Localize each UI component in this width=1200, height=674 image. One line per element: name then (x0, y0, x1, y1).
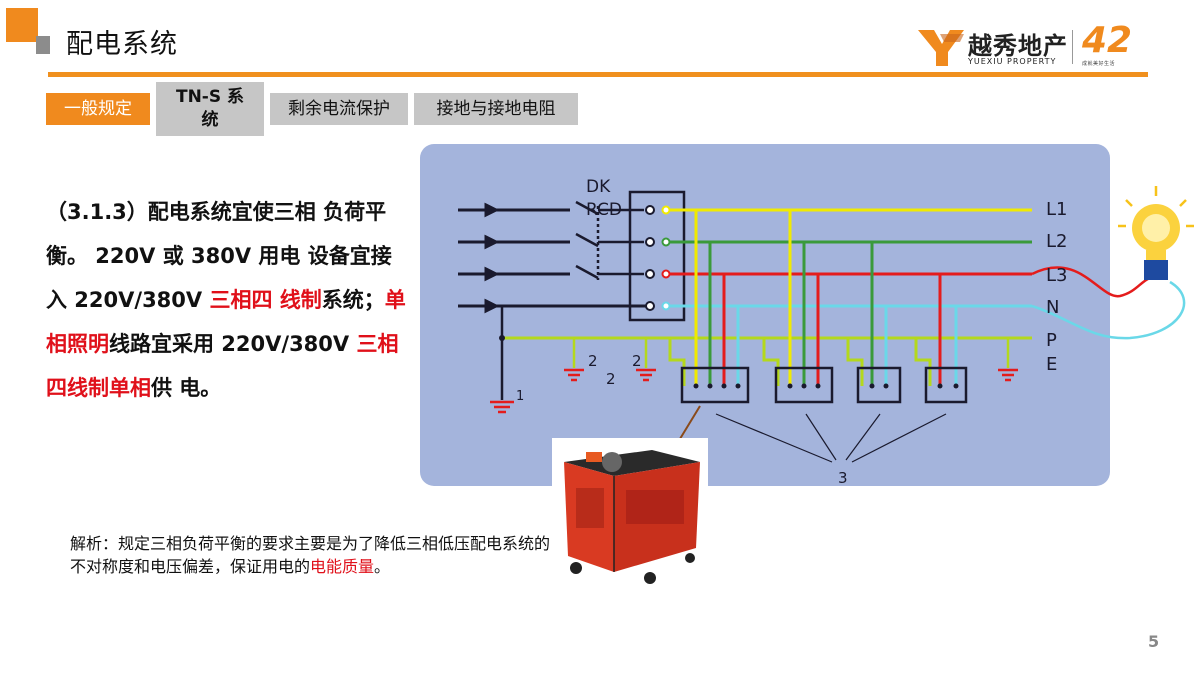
breaker-switch-contacts (575, 200, 644, 280)
equipment-boxes (680, 366, 968, 404)
regulation-text-part3: 线路宜采用 220V/380V (109, 332, 357, 356)
label-3-leaders (715, 413, 947, 463)
label-equipment-3: 3 (838, 469, 848, 487)
label-l1: L1 (1046, 199, 1067, 220)
label-ground-2c: 2 (632, 352, 642, 370)
diagram-labels: DK RCD L1 L2 L3 N P E 1 2 2 2 3 (516, 177, 1067, 487)
label-ground-2b: 2 (606, 370, 616, 388)
label-p: P (1046, 330, 1057, 351)
rcd-box (628, 190, 686, 322)
yuexiu-logo-icon (918, 30, 964, 66)
label-e: E (1046, 354, 1057, 375)
diagram-panel (420, 144, 1110, 486)
title-underline (48, 72, 1148, 77)
anniversary-slogan: 成就美好生活 (1082, 61, 1116, 67)
analysis-body: 解析：规定三相负荷平衡的要求主要是为了降低三相低压配电系统的不对称度和电压偏差，… (70, 534, 551, 576)
tab-tns-label-line1: TN-S 系 (175, 87, 245, 107)
pe-junction (499, 335, 505, 341)
rcd-terminals (645, 205, 655, 311)
label-n: N (1046, 297, 1059, 318)
tab-general-rules[interactable]: 一般规定 (46, 93, 150, 125)
tab-tns-system[interactable]: TN-S 系 统 (156, 82, 264, 136)
page-title: 配电系统 (66, 29, 178, 60)
regulation-highlight-1: 三相四 线制 (209, 288, 322, 312)
regulation-text-part2: 系统； (321, 288, 385, 312)
label-ground-2a: 2 (588, 352, 598, 370)
lamp-neutral-wire (1031, 280, 1186, 340)
label-rcd: RCD (586, 200, 622, 220)
corner-accent-orange (6, 8, 38, 42)
rcd-output-terminals (661, 205, 671, 311)
regulation-text-part1: （3.1.3）配电系统宜使三相 负荷平衡。 220V 或 380V 用电 设备宜… (46, 200, 392, 312)
tab-grounding-resistance[interactable]: 接地与接地电阻 (414, 93, 578, 125)
analysis-text: 解析：规定三相负荷平衡的要求主要是为了降低三相低压配电系统的不对称度和电压偏差，… (70, 532, 554, 578)
tab-residual-current-protection[interactable]: 剩余电流保护 (270, 93, 408, 125)
repeat-ground-symbols (564, 338, 1018, 382)
logo-divider (1072, 30, 1073, 64)
regulation-highlight-3: 三相四线制单相 (46, 332, 399, 400)
ground-symbol-1 (490, 400, 514, 414)
lamp-live-wire (1031, 266, 1151, 298)
corner-accent-gray (36, 36, 50, 54)
anniversary-logo: 42 (1082, 20, 1133, 61)
label-l3: L3 (1046, 265, 1067, 286)
regulation-text: （3.1.3）配电系统宜使三相 负荷平衡。 220V 或 380V 用电 设备宜… (46, 190, 408, 410)
branch-drops (668, 210, 958, 386)
page-number: 5 (1148, 632, 1160, 651)
tab-tns-label-line2: 统 (201, 110, 219, 130)
logo-text-en: YUEXIU PROPERTY (968, 57, 1057, 66)
input-feeders (458, 202, 650, 314)
label-dk: DK (586, 177, 611, 197)
light-bulb-icon (1118, 186, 1194, 280)
rebar-bender-machine-image (552, 438, 708, 600)
label-l2: L2 (1046, 231, 1067, 252)
analysis-highlight: 电能质量 (310, 557, 375, 576)
equipment-terminals (693, 383, 959, 389)
regulation-text-part4: 供 电。 (151, 376, 222, 400)
regulation-highlight-2: 单相照明 (46, 288, 406, 356)
analysis-end: 。 (374, 557, 391, 576)
label-ground-1: 1 (516, 389, 524, 404)
logo-text-cn: 越秀地产 (968, 31, 1068, 60)
